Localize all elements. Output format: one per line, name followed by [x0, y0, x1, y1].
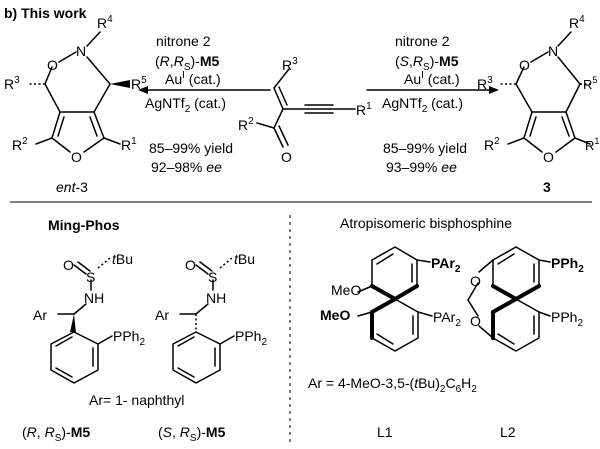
product3-N-atom: N	[548, 43, 558, 59]
product3-O-atom: O	[519, 57, 530, 73]
product-3-name: 3	[543, 179, 551, 195]
mingphos-S-S-atom: S	[208, 269, 217, 285]
product3-R5-label: R5	[583, 75, 597, 92]
right-reagent-silver: AgNTf2 (cat.)	[382, 95, 463, 115]
right-reagent-ligand: (S,RS)-M5	[395, 53, 459, 73]
L1-MeO-bottom: MeO	[320, 307, 350, 323]
product3-R1-label: R1	[585, 136, 599, 153]
substrate-R2-label: R2	[238, 116, 254, 133]
mingphos-S-structure	[172, 257, 235, 384]
mingphos-R-S-atom: S	[86, 269, 95, 285]
mingphos-S-tBu: tBu	[234, 251, 255, 267]
ent3-R2-label: R2	[12, 136, 28, 153]
substrate-R3-label: R3	[282, 56, 298, 73]
mingphos-title: Ming-Phos	[48, 217, 120, 233]
product3-R4-label: R4	[569, 14, 585, 31]
mingphos-R-NH: NH	[84, 290, 104, 306]
ent3-R4-label: R4	[97, 14, 113, 31]
L1-PAr2-bottom: PAr2	[433, 309, 461, 329]
ligand-L1-name: L1	[377, 424, 393, 440]
mingphos-S-Ar: Ar	[155, 307, 169, 323]
left-reagent-silver: AgNTf2 (cat.)	[145, 95, 226, 115]
right-yield: 85–99% yield	[383, 140, 467, 156]
ent3-furan-O-atom: O	[71, 149, 82, 165]
ligand-L2-name: L2	[500, 424, 516, 440]
substrate-R1-label: R1	[356, 101, 372, 118]
L1-PAr2-top: PAr2	[431, 255, 461, 275]
ligand-L2-structure	[467, 246, 551, 352]
substrate-enynone-structure	[256, 68, 356, 148]
mingphos-S-NH: NH	[206, 290, 226, 306]
left-reagent-nitrone: nitrone 2	[156, 33, 211, 49]
bisphos-title: Atropisomeric bisphosphine	[340, 215, 512, 231]
left-yield: 85–99% yield	[149, 140, 233, 156]
ent3-N-atom: N	[76, 43, 86, 59]
mingphos-R-O-atom: O	[63, 257, 74, 273]
L2-O-top: O	[470, 273, 481, 289]
scheme-header: b) This work	[4, 5, 87, 21]
left-reagent-gold: AuI (cat.)	[165, 70, 221, 87]
mingphos-R-PPh2: PPh2	[113, 328, 145, 348]
mingphos-R-tBu: tBu	[112, 251, 133, 267]
product3-R3-label: R3	[477, 75, 493, 92]
substrate-O-atom: O	[281, 149, 292, 165]
product-ent-3-structure	[27, 31, 130, 153]
product3-furan-O-atom: O	[543, 149, 554, 165]
product-3-structure	[499, 31, 592, 153]
right-ee: 93–99% ee	[386, 159, 457, 175]
left-reagent-ligand: (R,RS)-M5	[155, 53, 219, 73]
mingphos-R-Ar: Ar	[33, 307, 47, 323]
right-reaction-arrow	[366, 86, 499, 94]
L2-PPh2-bottom: PPh2	[551, 309, 583, 329]
mingphos-S-PPh2: PPh2	[235, 328, 267, 348]
left-ee: 92–98% ee	[151, 159, 222, 175]
L2-O-bottom: O	[470, 313, 481, 329]
L1-MeO-top: MeO	[331, 282, 361, 298]
product-ent-3-name: ent-3	[56, 179, 88, 195]
mingphos-R-name: (R, RS)-M5	[22, 424, 90, 444]
right-reagent-gold: AuI (cat.)	[404, 70, 460, 87]
mingphos-S-name: (S, RS)-M5	[158, 424, 226, 444]
left-reaction-arrow	[138, 86, 271, 94]
ent3-R1-label: R1	[121, 136, 137, 153]
mingphos-S-O-atom: O	[185, 257, 196, 273]
right-reagent-nitrone: nitrone 2	[395, 33, 450, 49]
mingphos-R-structure	[50, 257, 113, 384]
ent3-O-atom: O	[47, 57, 58, 73]
ent3-R5-label: R5	[131, 75, 147, 92]
mingphos-ar-definition: Ar= 1- naphthyl	[89, 392, 184, 408]
bisphos-ar-definition: Ar = 4-MeO-3,5-(tBu)2C6H2	[308, 375, 477, 395]
ent3-R3-label: R3	[4, 75, 20, 92]
ligand-L1-structure	[357, 246, 433, 352]
product3-R2-label: R2	[484, 136, 500, 153]
L2-PPh2-top: PPh2	[551, 255, 584, 275]
